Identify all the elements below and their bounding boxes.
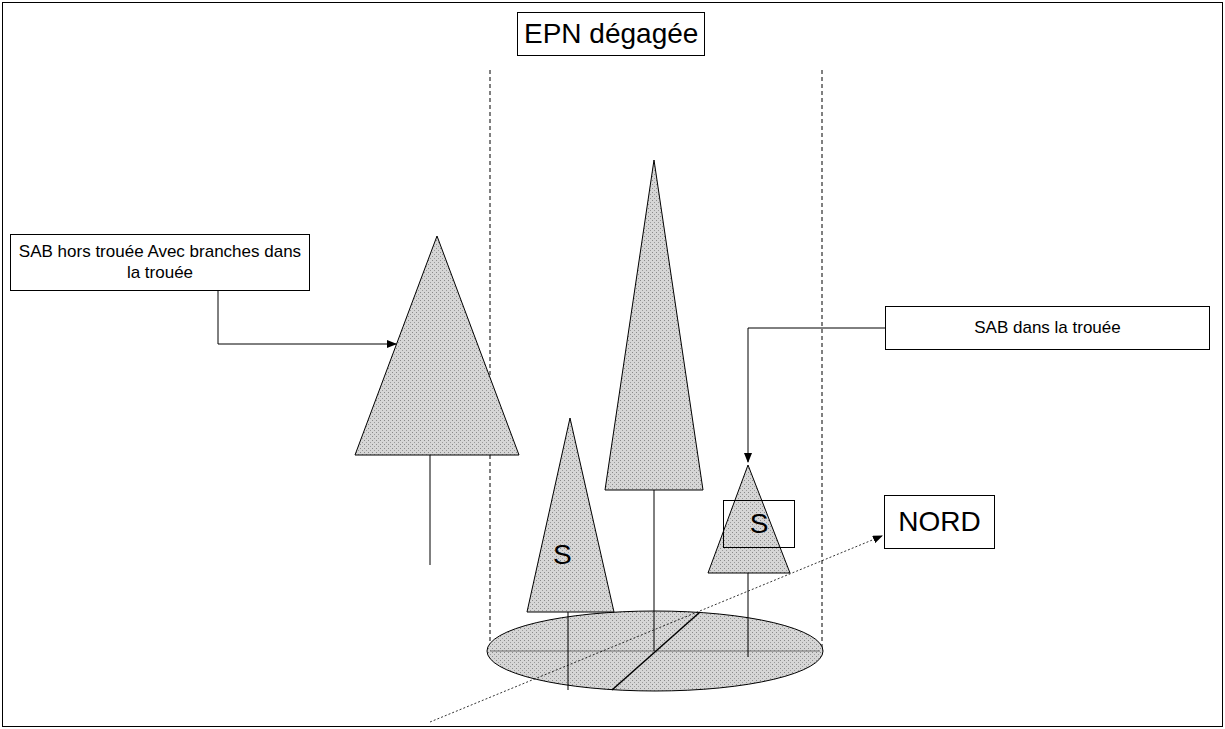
tree-marker: S [553,538,572,572]
node-text: NORD [898,505,980,539]
north-line [430,536,882,722]
gap-edge [822,70,823,650]
leader-line [218,291,396,344]
axis-line [612,612,700,690]
trunk [430,455,431,565]
spruce-tree [605,160,703,490]
gap-floor [487,611,823,691]
node-text: SAB dans la trouée [974,318,1120,338]
frame [3,3,1223,727]
trunk [654,490,655,651]
callout-box: SAB dans la trouée [885,306,1210,350]
gap-edge [490,70,491,650]
callout-box: SAB hors trouée Avec branches dans la tr… [10,234,310,291]
trunk [748,573,749,657]
leader-line [748,328,885,462]
marker-box: S [723,500,795,548]
trunk [568,612,569,690]
fir-tree [527,418,614,612]
fir-tree [355,236,519,455]
direction-box: NORD [884,495,995,549]
node-text: EPN dégagée [524,17,698,51]
node-text: S [750,507,769,541]
title-box: EPN dégagée [517,12,705,56]
node-text: SAB hors trouée Avec branches dans la tr… [17,242,303,283]
fir-tree [708,465,790,573]
